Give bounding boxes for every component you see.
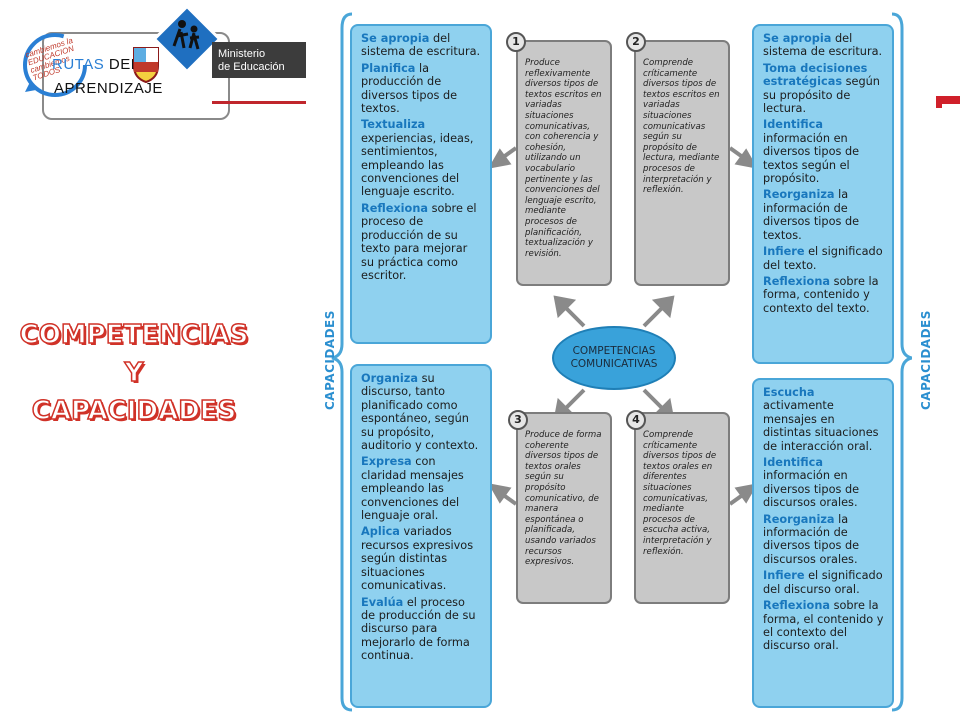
competency-3-box: Produce de forma coherente diversos tipo… bbox=[516, 412, 612, 604]
capacity-item: Planifica la producción de diversos tipo… bbox=[361, 61, 458, 116]
competency-2-number: 2 bbox=[626, 32, 646, 52]
cambiemos-educacion-logo bbox=[23, 33, 87, 97]
capacities-oral-production: Organiza su discurso, tanto planificado … bbox=[350, 364, 492, 708]
capacity-item: Identifica información en diversos tipos… bbox=[763, 118, 860, 186]
main-heading: COMPETENCIAS Y CAPACIDADES bbox=[14, 316, 254, 430]
competency-4-box: Comprende críticamente diversos tipos de… bbox=[634, 412, 730, 604]
capacity-item: Textualiza experiencias, ideas, sentimie… bbox=[361, 118, 474, 199]
capacity-item: Reflexiona sobre el proceso de producció… bbox=[361, 201, 477, 282]
competency-3-number: 3 bbox=[508, 410, 528, 430]
red-divider bbox=[212, 101, 306, 104]
competency-1-box: Produce reflexivamente diversos tipos de… bbox=[516, 40, 612, 286]
aprendizaje-word: APRENDIZAJE bbox=[54, 80, 163, 97]
red-corner-mark bbox=[936, 96, 960, 104]
capacity-item: Reorganiza la información de diversos ti… bbox=[763, 188, 860, 242]
capacity-item: Escucha activamente mensajes en distinta… bbox=[763, 386, 879, 453]
capacity-item: Aplica variados recursos expresivos segú… bbox=[361, 525, 474, 593]
diagram-brackets bbox=[331, 12, 912, 712]
ministry-line-1: Ministerio bbox=[218, 48, 266, 60]
heading-line-3: CAPACIDADES bbox=[31, 395, 237, 427]
rutas-title: RUTAS DEL bbox=[52, 56, 140, 73]
ministry-banner bbox=[212, 42, 306, 78]
capacities-reading-comprehension: Se apropia del sistema de escritura. Tom… bbox=[752, 24, 894, 364]
competency-2-box: Comprende críticamente diversos tipos de… bbox=[634, 40, 730, 286]
competency-1-text: Produce reflexivamente diversos tipos de… bbox=[525, 58, 602, 259]
competencias-comunicativas-center: COMPETENCIAS COMUNICATIVAS bbox=[552, 326, 676, 390]
red-corner-mark-tail bbox=[936, 96, 942, 108]
competency-4-text: Comprende críticamente diversos tipos de… bbox=[643, 430, 717, 557]
del-word: DEL bbox=[108, 56, 140, 73]
competencies-diagram: CAPACIDADES CAPACIDADES Se apropia del s… bbox=[312, 8, 933, 716]
competency-2-text: Comprende críticamente diversos tipos de… bbox=[643, 58, 720, 196]
capacities-oral-comprehension: Escucha activamente mensajes en distinta… bbox=[752, 378, 894, 708]
center-line-2: COMUNICATIVAS bbox=[570, 358, 658, 370]
school-crossing-sign-icon bbox=[152, 4, 222, 74]
competency-3-text: Produce de forma coherente diversos tipo… bbox=[525, 430, 602, 568]
capacity-item: Reorganiza la información de diversos ti… bbox=[763, 512, 860, 566]
capacity-item: Se apropia del sistema de escritura. bbox=[361, 32, 481, 59]
capacities-writing-production: Se apropia del sistema de escritura. Pla… bbox=[350, 24, 492, 344]
heading-line-1: COMPETENCIAS bbox=[19, 319, 249, 351]
capacity-item: Se apropia del sistema de escritura. bbox=[763, 32, 883, 59]
capacidades-label-left: CAPACIDADES bbox=[323, 310, 337, 410]
capacity-item: Reflexiona sobre la forma, contenido y c… bbox=[763, 274, 879, 315]
ministry-line-2: de Educación bbox=[218, 61, 285, 73]
capacity-item: Evalúa el proceso de producción de su di… bbox=[361, 595, 476, 663]
heading-line-2: Y bbox=[124, 357, 144, 389]
capacity-item: Expresa con claridad mensajes empleando … bbox=[361, 455, 464, 523]
competency-1-number: 1 bbox=[506, 32, 526, 52]
capacidades-label-right: CAPACIDADES bbox=[919, 310, 933, 410]
capacity-item: Reflexiona sobre la forma, el contenido … bbox=[763, 599, 884, 653]
capacity-item: Organiza su discurso, tanto planificado … bbox=[361, 372, 479, 453]
center-line-1: COMPETENCIAS bbox=[572, 345, 656, 357]
capacity-item: Infiere el significado del texto. bbox=[763, 245, 883, 272]
coat-of-arms-icon bbox=[133, 47, 159, 84]
ministry-name: Ministerio de Educación bbox=[218, 48, 285, 74]
competency-4-number: 4 bbox=[626, 410, 646, 430]
capacity-item: Infiere el significado del discurso oral… bbox=[763, 569, 883, 596]
capacity-item: Toma decisiones estratégicas según su pr… bbox=[763, 61, 880, 116]
capacity-item: Identifica información en diversos tipos… bbox=[763, 456, 860, 510]
rutas-word: RUTAS bbox=[52, 56, 105, 73]
